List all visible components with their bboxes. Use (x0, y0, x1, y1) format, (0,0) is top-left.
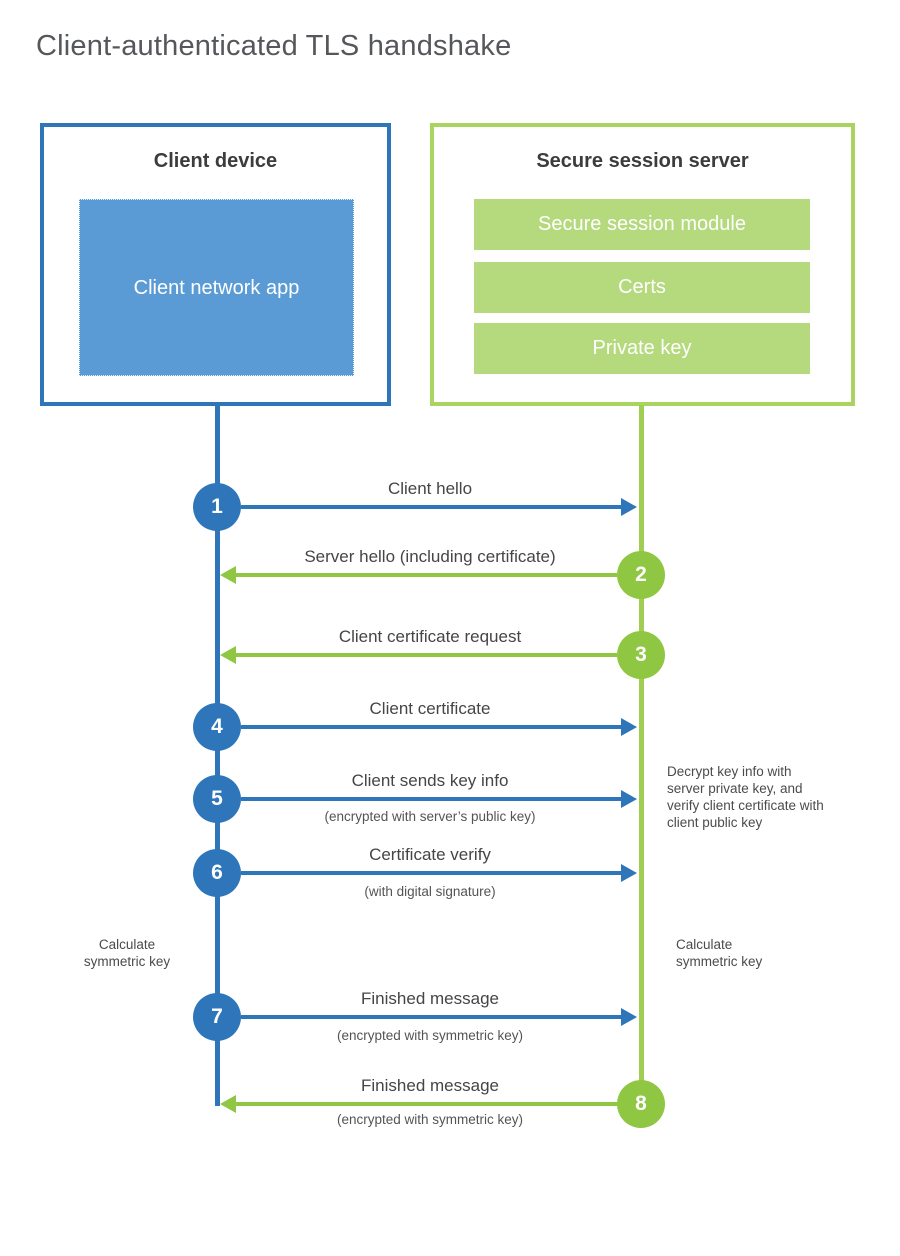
step-1-label: Client hello (387, 479, 473, 498)
arrow-right-icon (621, 790, 637, 808)
step-5-circle: 5 (193, 775, 241, 823)
step-5-sublabel: (encrypted with server’s public key) (324, 809, 536, 824)
client-calculate-note: Calculate symmetric key (83, 937, 171, 969)
step-3-circle: 3 (617, 631, 665, 679)
client-lifeline (215, 405, 220, 1106)
arrow-right-icon (621, 718, 637, 736)
step-1-circle: 1 (193, 483, 241, 531)
step-7-circle: 7 (193, 993, 241, 1041)
page-title: Client-authenticated TLS handshake (36, 30, 512, 62)
server-module-bar: Certs (474, 262, 810, 313)
step-4-label: Client certificate (369, 699, 491, 718)
arrow-right-icon (621, 498, 637, 516)
step-8-label: Finished message (361, 1076, 499, 1095)
step-5-arrow (241, 797, 621, 801)
step-4-circle: 4 (193, 703, 241, 751)
client-device-title: Client device (153, 150, 278, 172)
step-7-arrow (241, 1015, 621, 1019)
step-7-label: Finished message (361, 989, 499, 1008)
step-3-label: Client certificate request (338, 627, 522, 646)
step-6-arrow (241, 871, 621, 875)
server-module-bar: Secure session module (474, 199, 810, 250)
step-8-circle: 8 (617, 1080, 665, 1128)
server-module-bar: Private key (474, 323, 810, 374)
server-calculate-note: Calculate symmetric key (676, 937, 763, 969)
step-2-arrow (235, 573, 617, 577)
step-3-arrow (235, 653, 617, 657)
arrow-left-icon (220, 1095, 236, 1113)
server-title: Secure session server (536, 150, 749, 172)
step-2-circle: 2 (617, 551, 665, 599)
step-2-label: Server hello (including certificate) (304, 547, 556, 566)
arrow-left-icon (220, 646, 236, 664)
arrow-left-icon (220, 566, 236, 584)
step-8-sublabel: (encrypted with symmetric key) (336, 1112, 524, 1127)
step-7-sublabel: (encrypted with symmetric key) (336, 1028, 524, 1043)
step-8-arrow (235, 1102, 617, 1106)
client-network-app-box: Client network app (79, 199, 354, 376)
step-4-arrow (241, 725, 621, 729)
step-5-label: Client sends key info (351, 771, 509, 790)
arrow-right-icon (621, 864, 637, 882)
server-decrypt-note: Decrypt key info with server private key… (667, 764, 824, 830)
step-6-sublabel: (with digital signature) (364, 884, 496, 899)
client-network-app-label: Client network app (133, 276, 300, 299)
server-lifeline (639, 405, 644, 1104)
step-1-arrow (241, 505, 621, 509)
arrow-right-icon (621, 1008, 637, 1026)
step-6-label: Certificate verify (369, 845, 491, 864)
step-6-circle: 6 (193, 849, 241, 897)
